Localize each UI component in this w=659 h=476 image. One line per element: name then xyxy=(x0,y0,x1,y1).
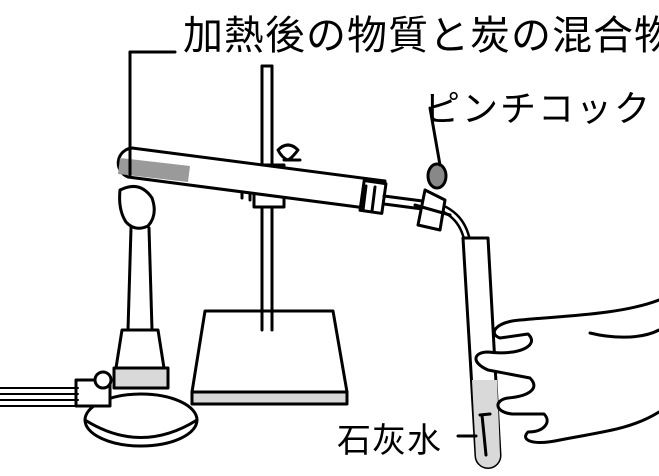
gas-burner xyxy=(74,184,199,448)
pinchcock-label: ピンチコック xyxy=(424,89,653,130)
rubber-stopper xyxy=(358,179,388,215)
gas-hose xyxy=(0,387,79,407)
limewater-liquid xyxy=(472,380,501,468)
limewater-label: 石灰水 xyxy=(337,421,442,461)
stand-base xyxy=(190,309,349,406)
pinchcock xyxy=(413,106,452,232)
heated-test-tube xyxy=(116,50,387,212)
hand xyxy=(474,298,659,444)
mixture-label: 加熱後の物質と炭の混合物 xyxy=(183,13,659,59)
powder-mixture xyxy=(118,158,190,182)
